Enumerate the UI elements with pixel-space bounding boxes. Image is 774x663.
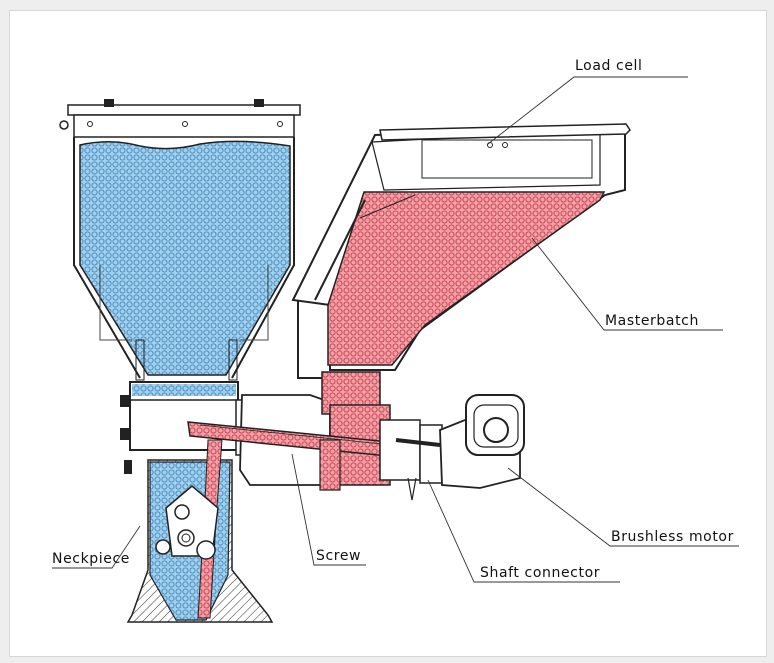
leader-lines [52, 76, 739, 583]
label-screw: Screw [316, 548, 361, 564]
label-masterbatch: Masterbatch [605, 313, 699, 329]
masterbatch-hopper [291, 123, 631, 379]
brushless-motor [439, 394, 525, 489]
main-hopper [59, 99, 301, 381]
label-neckpiece: Neckpiece [52, 551, 130, 567]
label-load-cell: Load cell [575, 58, 643, 74]
label-brushless-motor: Brushless motor [611, 529, 734, 545]
label-shaft-connector: Shaft connector [480, 565, 600, 581]
neckpiece-body [165, 485, 219, 557]
neckpiece-assembly [126, 439, 274, 623]
screw-assembly [187, 371, 443, 501]
shaft-connector [419, 424, 443, 484]
red-granules-hopper [327, 191, 606, 366]
blue-granules-hopper [79, 140, 291, 376]
hopper-lid-rim [67, 104, 301, 116]
